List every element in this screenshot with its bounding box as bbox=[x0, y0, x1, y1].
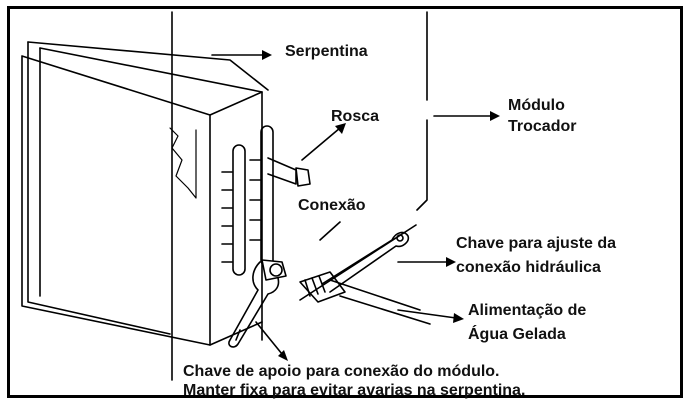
manifold-drawing bbox=[221, 125, 274, 276]
chave-apoio-label-line2: Manter fixa para evitar avarias na serpe… bbox=[183, 382, 526, 399]
alimentacao-label-line2: Água Gelada bbox=[468, 326, 566, 343]
chave-apoio-label-line1: Chave de apoio para conexão do módulo. bbox=[183, 363, 500, 380]
leader-lines bbox=[211, 54, 493, 355]
alimentacao-label-line1: Alimentação de bbox=[468, 302, 587, 319]
thread-stub-drawing bbox=[267, 157, 311, 187]
adjust-wrench-drawing bbox=[321, 231, 410, 293]
serpentina-label: Serpentina bbox=[285, 43, 368, 60]
modulo-label-line2: Trocador bbox=[508, 118, 577, 135]
modulo-label-line1: Módulo bbox=[508, 97, 565, 114]
coil-drawing bbox=[21, 41, 269, 346]
support-wrench-drawing bbox=[228, 261, 280, 348]
lower-nut-drawing bbox=[261, 259, 287, 281]
chave-ajuste-label-line2: conexão hidráulica bbox=[456, 259, 601, 276]
arrowheads bbox=[262, 50, 500, 361]
conexao-label: Conexão bbox=[298, 197, 366, 214]
rosca-label: Rosca bbox=[331, 108, 380, 125]
hydraulic-connection-drawing bbox=[299, 271, 431, 325]
diagram-border bbox=[7, 6, 683, 398]
chave-ajuste-label-line1: Chave para ajuste da bbox=[456, 235, 617, 252]
